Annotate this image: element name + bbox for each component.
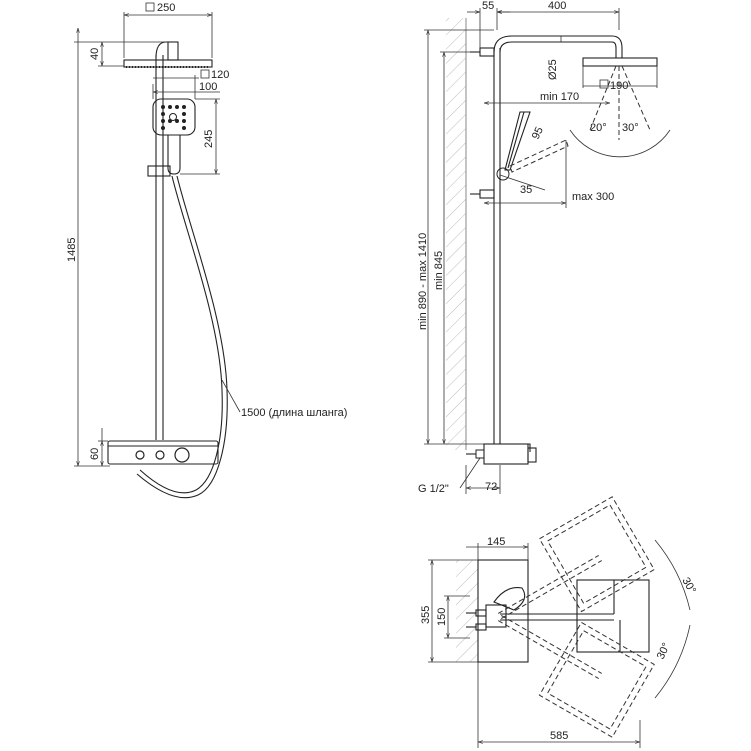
dim-handset-size: 120 [211,69,229,81]
hose-length-label: 1500 (длина шланга) [241,407,347,419]
angle-top-label: 30° [679,576,698,596]
dim-wall-offset: 55 [482,0,494,12]
top-wall-hatch [456,560,478,662]
front-flow-knob-icon [155,450,165,460]
dim-total-585: 585 [550,730,568,742]
front-handset-handle [167,135,181,175]
side-wall-bracket-top [479,47,495,57]
dim-width-150: 150 [436,608,448,626]
front-shower-hose [139,175,223,494]
side-handset [504,111,531,171]
side-knob [527,447,537,463]
side-thermostat-body [483,443,529,465]
angle-left-label: 20° [590,122,607,134]
top-head-square [576,579,650,653]
dim-width-355: 355 [420,606,432,624]
top-shelf-outline [477,559,529,663]
dim-depth: 145 [487,536,505,548]
front-arm-connector [167,41,179,61]
front-shower-head [123,59,213,68]
side-wall-bracket-mid [479,189,495,199]
side-shower-arm [493,35,623,58]
top-handset-holder [493,587,526,611]
dim-head-height: 40 [89,48,101,60]
spray-angle-arc [569,129,671,158]
square-symbol-icon [145,2,155,12]
front-handset-holder [147,165,171,177]
side-handset-holder [496,167,510,181]
top-view: 30° 30° 145 355 150 585 [420,496,698,748]
front-view: 250 40 1485 120 100 [66,2,347,499]
dim-pipe-diameter: Ø25 [547,59,559,80]
dim-shelf-height: 60 [89,448,101,460]
dim-min-170: min 170 [540,91,579,103]
thread-label: G 1/2" [418,483,449,495]
front-handset-head [152,98,196,136]
top-head-rotated-down [546,629,647,730]
dim-arm-length: 400 [548,0,566,12]
top-angle-arc-up [654,539,691,611]
handset-nozzle-dots [161,105,186,130]
dim-total-height: 1485 [66,238,78,262]
dim-72: 72 [485,481,497,493]
dim-head-size: 190 [610,80,628,92]
dim-35: 35 [520,184,532,196]
side-shower-head [582,57,658,67]
spray-line-left [589,65,617,131]
dim-handset-width: 100 [199,81,217,93]
front-diverter-knob-icon [135,450,145,460]
side-wall-hatch [446,18,466,450]
top-head-rotated-up [546,504,647,605]
dim-handset-height: 245 [203,130,215,148]
dim-min-845: min 845 [433,251,445,290]
dim-max-300: max 300 [572,191,614,203]
hose-leader-line [221,379,241,413]
side-handset-raised [509,139,569,173]
dim-95: 95 [530,125,546,141]
dim-head-width: 250 [157,2,175,14]
side-view: 20° 30° 55 400 Ø25 190 min 170 95 35 ma [417,0,671,495]
spray-line-right [621,65,651,131]
front-thermostat-shelf [107,440,219,465]
dim-height-range: min 890 - max 1410 [417,233,429,330]
angle-bottom-label: 30° [655,641,673,661]
top-angle-arc-down [654,624,691,699]
angle-right-label: 30° [622,122,639,134]
front-temperature-knob-icon [174,447,190,463]
